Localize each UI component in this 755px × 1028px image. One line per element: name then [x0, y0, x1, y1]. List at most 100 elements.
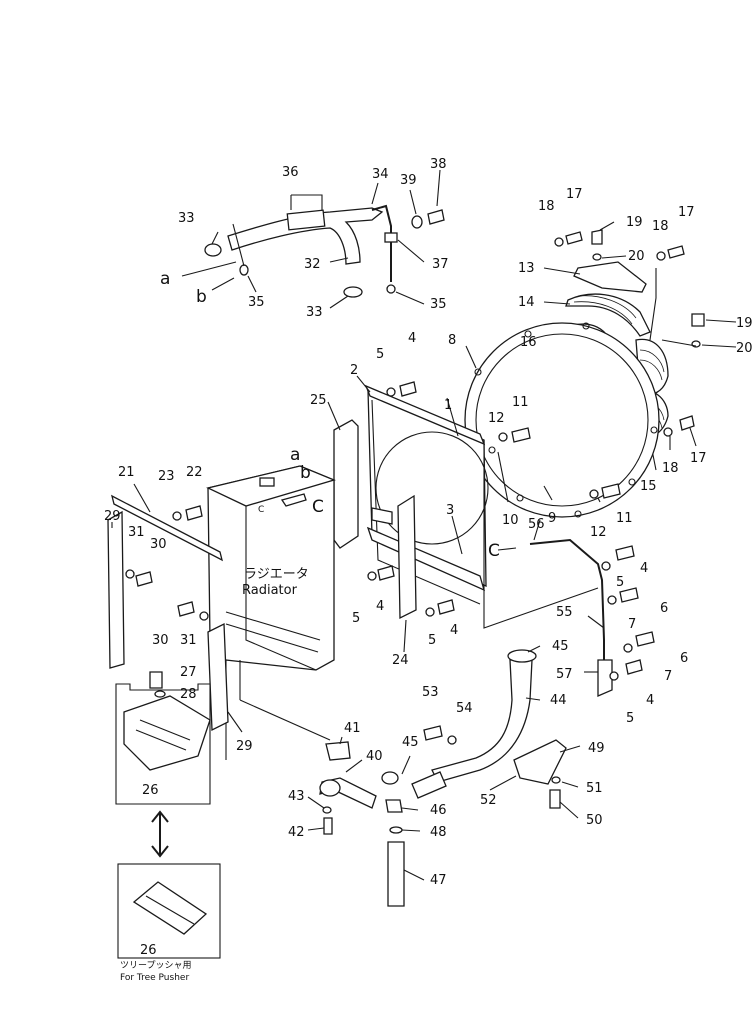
- callout-13: 13: [518, 261, 535, 276]
- callout-numbers: 1 2 3 4 4 4 4 4 5 5 5 5 5 6 6 7 7 8 9 10…: [104, 157, 753, 958]
- callout-28: 28: [180, 687, 197, 702]
- callout-21: 21: [118, 465, 135, 480]
- callout-25: 25: [310, 393, 327, 408]
- ref-letter-a: a: [160, 269, 170, 289]
- callout-4: 4: [376, 599, 384, 614]
- callout-17: 17: [566, 187, 583, 202]
- callout-17: 17: [678, 205, 695, 220]
- callout-47: 47: [430, 873, 447, 888]
- radiator-frame: [327, 375, 599, 653]
- callout-36: 36: [282, 165, 299, 180]
- callout-20: 20: [736, 341, 753, 356]
- callout-32: 32: [304, 257, 321, 272]
- callout-7: 7: [628, 617, 636, 632]
- callout-34: 34: [372, 167, 389, 182]
- callout-49: 49: [588, 741, 605, 756]
- ref-letter-c: C: [258, 505, 264, 515]
- radiator-label-en: Radiator: [242, 583, 298, 598]
- ref-letter-b: b: [300, 463, 311, 483]
- callout-31: 31: [180, 633, 197, 648]
- fan-shroud: [464, 322, 660, 518]
- callout-14: 14: [518, 295, 535, 310]
- callout-48: 48: [430, 825, 447, 840]
- callout-27: 27: [180, 665, 197, 680]
- callout-44: 44: [550, 693, 567, 708]
- callout-29: 29: [104, 509, 121, 524]
- callout-33: 33: [178, 211, 195, 226]
- callout-39: 39: [400, 173, 417, 188]
- callout-2: 2: [350, 363, 358, 378]
- callout-52: 52: [480, 793, 497, 808]
- callout-4: 4: [640, 561, 648, 576]
- callout-24: 24: [392, 653, 409, 668]
- callout-7: 7: [664, 669, 672, 684]
- callout-11: 11: [512, 395, 529, 410]
- callout-57: 57: [556, 667, 573, 682]
- ref-letter-b: b: [196, 287, 207, 307]
- callout-37: 37: [432, 257, 449, 272]
- callout-6: 6: [680, 651, 688, 666]
- callout-31: 31: [128, 525, 145, 540]
- callout-56: 56: [528, 517, 545, 532]
- radiator-core: [206, 465, 336, 760]
- ref-letter-a: a: [290, 445, 300, 465]
- callout-35: 35: [248, 295, 265, 310]
- ref-letter-c: C: [488, 541, 500, 561]
- callout-50: 50: [586, 813, 603, 828]
- callout-42: 42: [288, 825, 305, 840]
- callout-10: 10: [502, 513, 519, 528]
- callout-45: 45: [402, 735, 419, 750]
- tree-pusher-label-en: For Tree Pusher: [120, 973, 189, 983]
- callout-5: 5: [428, 633, 436, 648]
- callout-26: 26: [140, 943, 157, 958]
- callout-30: 30: [152, 633, 169, 648]
- callout-5: 5: [616, 575, 624, 590]
- callout-17: 17: [690, 451, 707, 466]
- callout-43: 43: [288, 789, 305, 804]
- callout-16: 16: [520, 335, 537, 350]
- callout-12: 12: [590, 525, 607, 540]
- callout-4: 4: [450, 623, 458, 638]
- callout-1: 1: [444, 398, 452, 413]
- callout-29: 29: [236, 739, 253, 754]
- callout-18: 18: [652, 219, 669, 234]
- callout-9: 9: [548, 511, 556, 526]
- callout-55: 55: [556, 605, 573, 620]
- callout-19: 19: [736, 316, 753, 331]
- callout-54: 54: [456, 701, 473, 716]
- callout-20: 20: [628, 249, 645, 264]
- callout-46: 46: [430, 803, 447, 818]
- callout-11: 11: [616, 511, 633, 526]
- callout-4: 4: [646, 693, 654, 708]
- callout-30: 30: [150, 537, 167, 552]
- callout-18: 18: [662, 461, 679, 476]
- callout-22: 22: [186, 465, 203, 480]
- callout-51: 51: [586, 781, 603, 796]
- callout-33: 33: [306, 305, 323, 320]
- callout-5: 5: [626, 711, 634, 726]
- callout-23: 23: [158, 469, 175, 484]
- callout-4: 4: [408, 331, 416, 346]
- radiator-label-jp: ラジエータ: [244, 567, 309, 582]
- guard-plate-box: [115, 671, 221, 959]
- callout-41: 41: [344, 721, 361, 736]
- callout-26: 26: [142, 783, 159, 798]
- callout-8: 8: [448, 333, 456, 348]
- callout-40: 40: [366, 749, 383, 764]
- callout-3: 3: [446, 503, 454, 518]
- side-seals: [107, 483, 243, 733]
- callout-38: 38: [430, 157, 447, 172]
- callout-53: 53: [422, 685, 439, 700]
- callout-19: 19: [626, 215, 643, 230]
- callout-6: 6: [660, 601, 668, 616]
- callout-12: 12: [488, 411, 505, 426]
- ref-letter-c: C: [312, 497, 324, 517]
- lower-pipe-assembly: [307, 519, 655, 907]
- callout-5: 5: [376, 347, 384, 362]
- upper-hose-assembly: [181, 169, 445, 309]
- tree-pusher-label-jp: ツリープッシャ用: [120, 960, 191, 971]
- callout-18: 18: [538, 199, 555, 214]
- callout-35: 35: [430, 297, 447, 312]
- callout-45: 45: [552, 639, 569, 654]
